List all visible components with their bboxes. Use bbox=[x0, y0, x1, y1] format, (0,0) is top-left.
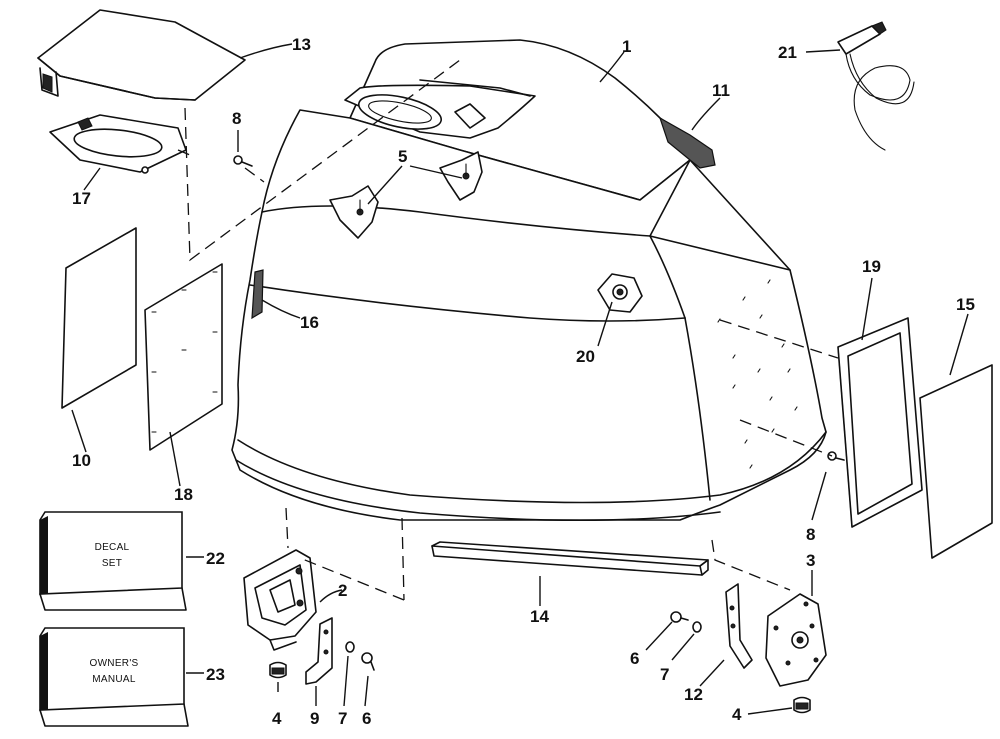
side-foam bbox=[251, 269, 264, 320]
callout-4b: 4 bbox=[732, 705, 742, 724]
decal-set-box: DECAL SET bbox=[39, 511, 187, 611]
callout-20: 20 bbox=[576, 347, 595, 366]
foam-seal bbox=[658, 116, 716, 169]
strap bbox=[305, 617, 333, 685]
star-nut-pair bbox=[329, 151, 483, 239]
callout-17: 17 bbox=[72, 189, 91, 208]
callout-7b: 7 bbox=[660, 665, 669, 684]
window-sheet bbox=[919, 364, 993, 559]
frame-plate bbox=[49, 114, 187, 174]
callout-8b: 8 bbox=[806, 525, 815, 544]
callout-7a: 7 bbox=[338, 709, 347, 728]
callout-15: 15 bbox=[956, 295, 975, 314]
mounting-plate bbox=[765, 593, 827, 687]
callout-9: 9 bbox=[310, 709, 319, 728]
decal-sheet bbox=[61, 227, 137, 409]
callout-10: 10 bbox=[72, 451, 91, 470]
callout-11: 11 bbox=[712, 81, 730, 100]
callout-22: 22 bbox=[206, 549, 225, 568]
callout-2: 2 bbox=[338, 581, 347, 600]
rubber-strip bbox=[431, 541, 709, 576]
small-bracket bbox=[725, 583, 753, 669]
decal-line1: DECAL bbox=[95, 542, 130, 553]
window-frame bbox=[837, 317, 923, 528]
callout-5: 5 bbox=[398, 147, 407, 166]
callout-18: 18 bbox=[174, 485, 193, 504]
callout-1: 1 bbox=[622, 37, 631, 56]
assembly-lines bbox=[177, 59, 839, 601]
side-screw-holes bbox=[717, 279, 798, 469]
decal-line2: SET bbox=[102, 558, 122, 569]
side-panel bbox=[144, 263, 223, 451]
rear-cover bbox=[37, 9, 246, 101]
callout-13: 13 bbox=[292, 35, 311, 54]
owners-manual-box: OWNER'S MANUAL bbox=[39, 627, 189, 727]
callout-16: 16 bbox=[300, 313, 319, 332]
callout-3: 3 bbox=[806, 551, 815, 570]
callout-8a: 8 bbox=[232, 109, 241, 128]
callout-6a: 6 bbox=[362, 709, 371, 728]
bracket bbox=[243, 549, 317, 651]
callout-numbers: 1 2 3 4 4 5 6 6 7 7 8 8 9 10 11 12 13 14… bbox=[72, 35, 975, 728]
callout-19: 19 bbox=[862, 257, 881, 276]
callout-23: 23 bbox=[206, 665, 225, 684]
leader-lines bbox=[71, 43, 969, 715]
callout-4a: 4 bbox=[272, 709, 282, 728]
callout-21: 21 bbox=[778, 43, 797, 62]
manual-line2: MANUAL bbox=[92, 674, 136, 685]
callout-14: 14 bbox=[530, 607, 549, 626]
manual-line1: OWNER'S bbox=[89, 658, 138, 669]
fasteners bbox=[233, 155, 845, 714]
wire-harness bbox=[837, 21, 915, 151]
engine-cover bbox=[231, 39, 827, 522]
callout-6b: 6 bbox=[630, 649, 639, 668]
callout-12: 12 bbox=[684, 685, 703, 704]
